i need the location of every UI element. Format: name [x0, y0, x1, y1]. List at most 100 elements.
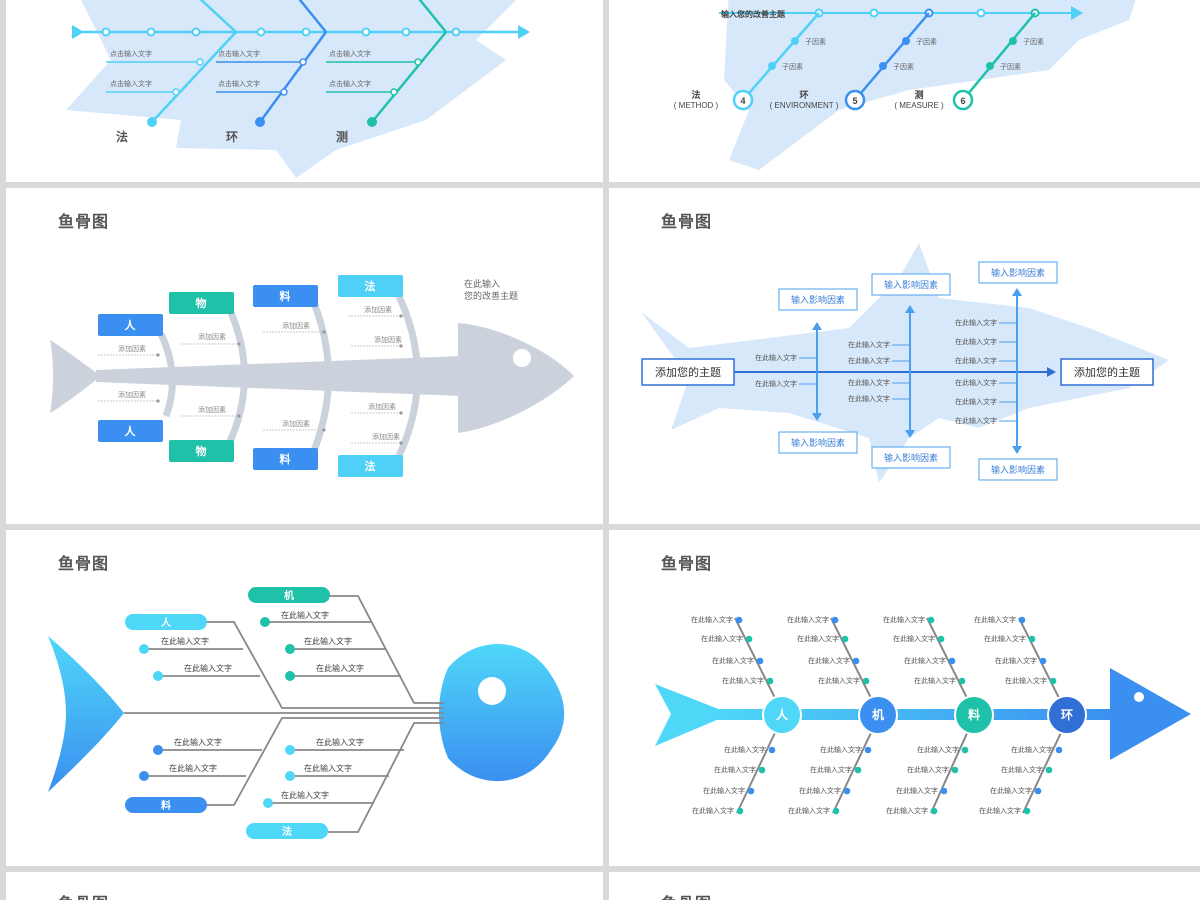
factor-text: 添加因素: [282, 419, 310, 428]
category-cn: 环: [799, 90, 808, 100]
fish-head: [439, 644, 565, 782]
fish-tail: [50, 340, 101, 413]
top-label-ren: 人: [125, 318, 137, 332]
category-en: ( ENVIRONMENT ): [770, 101, 839, 110]
bottom-label-wu: 物: [196, 444, 207, 458]
label-text: 点击输入文字: [110, 79, 152, 88]
factor-text: 添加因素: [118, 390, 146, 399]
fish-spine: [709, 709, 1119, 720]
label-text: 在此输入文字: [174, 737, 222, 747]
fish-eye: [513, 349, 531, 367]
node-ren: 人: [776, 707, 789, 722]
label-text: 在此输入文字: [722, 676, 764, 685]
node-ji: 机: [872, 707, 884, 722]
fish-silhouette: [724, 0, 1136, 170]
impact-box: 输入影响因素: [884, 279, 938, 290]
category-cn: 测: [914, 89, 923, 100]
label-text: 点击输入文字: [329, 49, 371, 58]
label-text: 在此输入文字: [820, 745, 862, 754]
label-text: 在此输入文字: [955, 397, 997, 406]
label-text: 点击输入文字: [218, 49, 260, 58]
category-number: 4: [740, 96, 745, 106]
fish-spine: [96, 356, 461, 396]
arrow-tail: [72, 25, 84, 39]
slide-7: 鱼骨图: [6, 872, 603, 900]
label-text: 点击输入文字: [329, 79, 371, 88]
category-huan: 环: [226, 130, 238, 144]
factor-text: 子因素: [782, 62, 803, 71]
label-text: 在此输入文字: [787, 615, 829, 624]
top-label-wu: 物: [196, 296, 207, 310]
fish-head: [1110, 668, 1191, 760]
label-text: 在此输入文字: [907, 765, 949, 774]
label-text: 在此输入文字: [304, 763, 352, 773]
fish-eye: [1134, 692, 1144, 702]
slide-fishbone-lines-1: 点击输入文字 点击输入文字 点击输入文字 点击输入文字 点击输入文字 点击输入文…: [6, 0, 603, 182]
label-text: 在此输入文字: [691, 615, 733, 624]
slide-fishbone-lines-2: 输入您的改善主题 子因素 子因素 子因素 子因素 子因素 子因素 4 5 6 法…: [609, 0, 1200, 182]
factor-text: 添加因素: [364, 305, 392, 314]
label-text: 在此输入文字: [893, 634, 935, 643]
theme-text: 输入您的改善主题: [721, 9, 786, 19]
category-number: 6: [960, 96, 965, 106]
factor-text: 添加因素: [282, 321, 310, 330]
factor-text: 子因素: [916, 37, 937, 46]
label-text: 在此输入文字: [818, 676, 860, 685]
impact-box: 输入影响因素: [991, 267, 1045, 278]
factor-text: 添加因素: [374, 335, 402, 344]
category-number: 5: [852, 96, 857, 106]
label-text: 在此输入文字: [848, 394, 890, 403]
fish-silhouette: [66, 0, 516, 178]
fish-head: [458, 323, 574, 433]
slide-fishbone-shark: 鱼骨图 添加您的主题 添加您的主题 输入影响因素 输入影响因素 输入影响因素 输…: [609, 188, 1200, 524]
label-text: 在此输入文字: [955, 318, 997, 327]
tag-liao: 料: [161, 799, 171, 812]
right-topic: 添加您的主题: [1074, 365, 1140, 379]
bottom-label-liao: 料: [280, 452, 291, 466]
category-en: ( METHOD ): [674, 101, 719, 110]
label-text: 在此输入文字: [848, 356, 890, 365]
label-text: 在此输入文字: [990, 786, 1032, 795]
arrow-head: [518, 25, 530, 39]
slide-title: 鱼骨图: [58, 556, 110, 573]
tag-fa: 法: [282, 825, 292, 838]
label-text: 在此输入文字: [169, 763, 217, 773]
top-label-liao: 料: [280, 289, 291, 303]
label-text: 在此输入文字: [917, 745, 959, 754]
factor-text: 子因素: [1023, 37, 1044, 46]
bottom-label-ren: 人: [125, 424, 137, 438]
impact-box: 输入影响因素: [791, 294, 845, 305]
label-text: 在此输入文字: [281, 790, 329, 800]
label-text: 在此输入文字: [281, 610, 329, 620]
tag-ren: 人: [161, 616, 172, 629]
impact-box: 输入影响因素: [791, 437, 845, 448]
factor-text: 添加因素: [198, 405, 226, 414]
slide-title: 鱼骨图: [58, 214, 110, 231]
factor-text: 添加因素: [198, 332, 226, 341]
node-liao: 料: [968, 707, 980, 722]
tag-ji: 机: [284, 589, 294, 602]
slide-fishbone-circles: 鱼骨图: [609, 530, 1200, 866]
impact-box: 输入影响因素: [884, 452, 938, 463]
label-text: 在此输入文字: [955, 337, 997, 346]
label-text: 在此输入文字: [755, 353, 797, 362]
bottom-label-fa: 法: [365, 459, 376, 473]
label-text: 在此输入文字: [184, 663, 232, 673]
label-text: 在此输入文字: [995, 656, 1037, 665]
label-text: 在此输入文字: [974, 615, 1016, 624]
category-cn: 法: [691, 89, 700, 100]
label-text: 在此输入文字: [848, 378, 890, 387]
fish-eye: [478, 677, 506, 705]
label-text: 在此输入文字: [161, 636, 209, 646]
label-text: 在此输入文字: [1005, 676, 1047, 685]
label-text: 在此输入文字: [703, 786, 745, 795]
category-en: ( MEASURE ): [894, 101, 944, 110]
slide-title: 鱼骨图: [661, 890, 712, 900]
label-text: 在此输入文字: [883, 615, 925, 624]
label-text: 在此输入文字: [810, 765, 852, 774]
label-text: 在此输入文字: [904, 656, 946, 665]
label-text: 在此输入文字: [701, 634, 743, 643]
slide-fishbone-skeleton: 鱼骨图 添加因素 添加因素 添加因素 添加因素 添加因素 添加因素 添加因素 添…: [6, 188, 603, 524]
label-text: 在此输入文字: [797, 634, 839, 643]
slide-title: 鱼骨图: [661, 214, 713, 231]
